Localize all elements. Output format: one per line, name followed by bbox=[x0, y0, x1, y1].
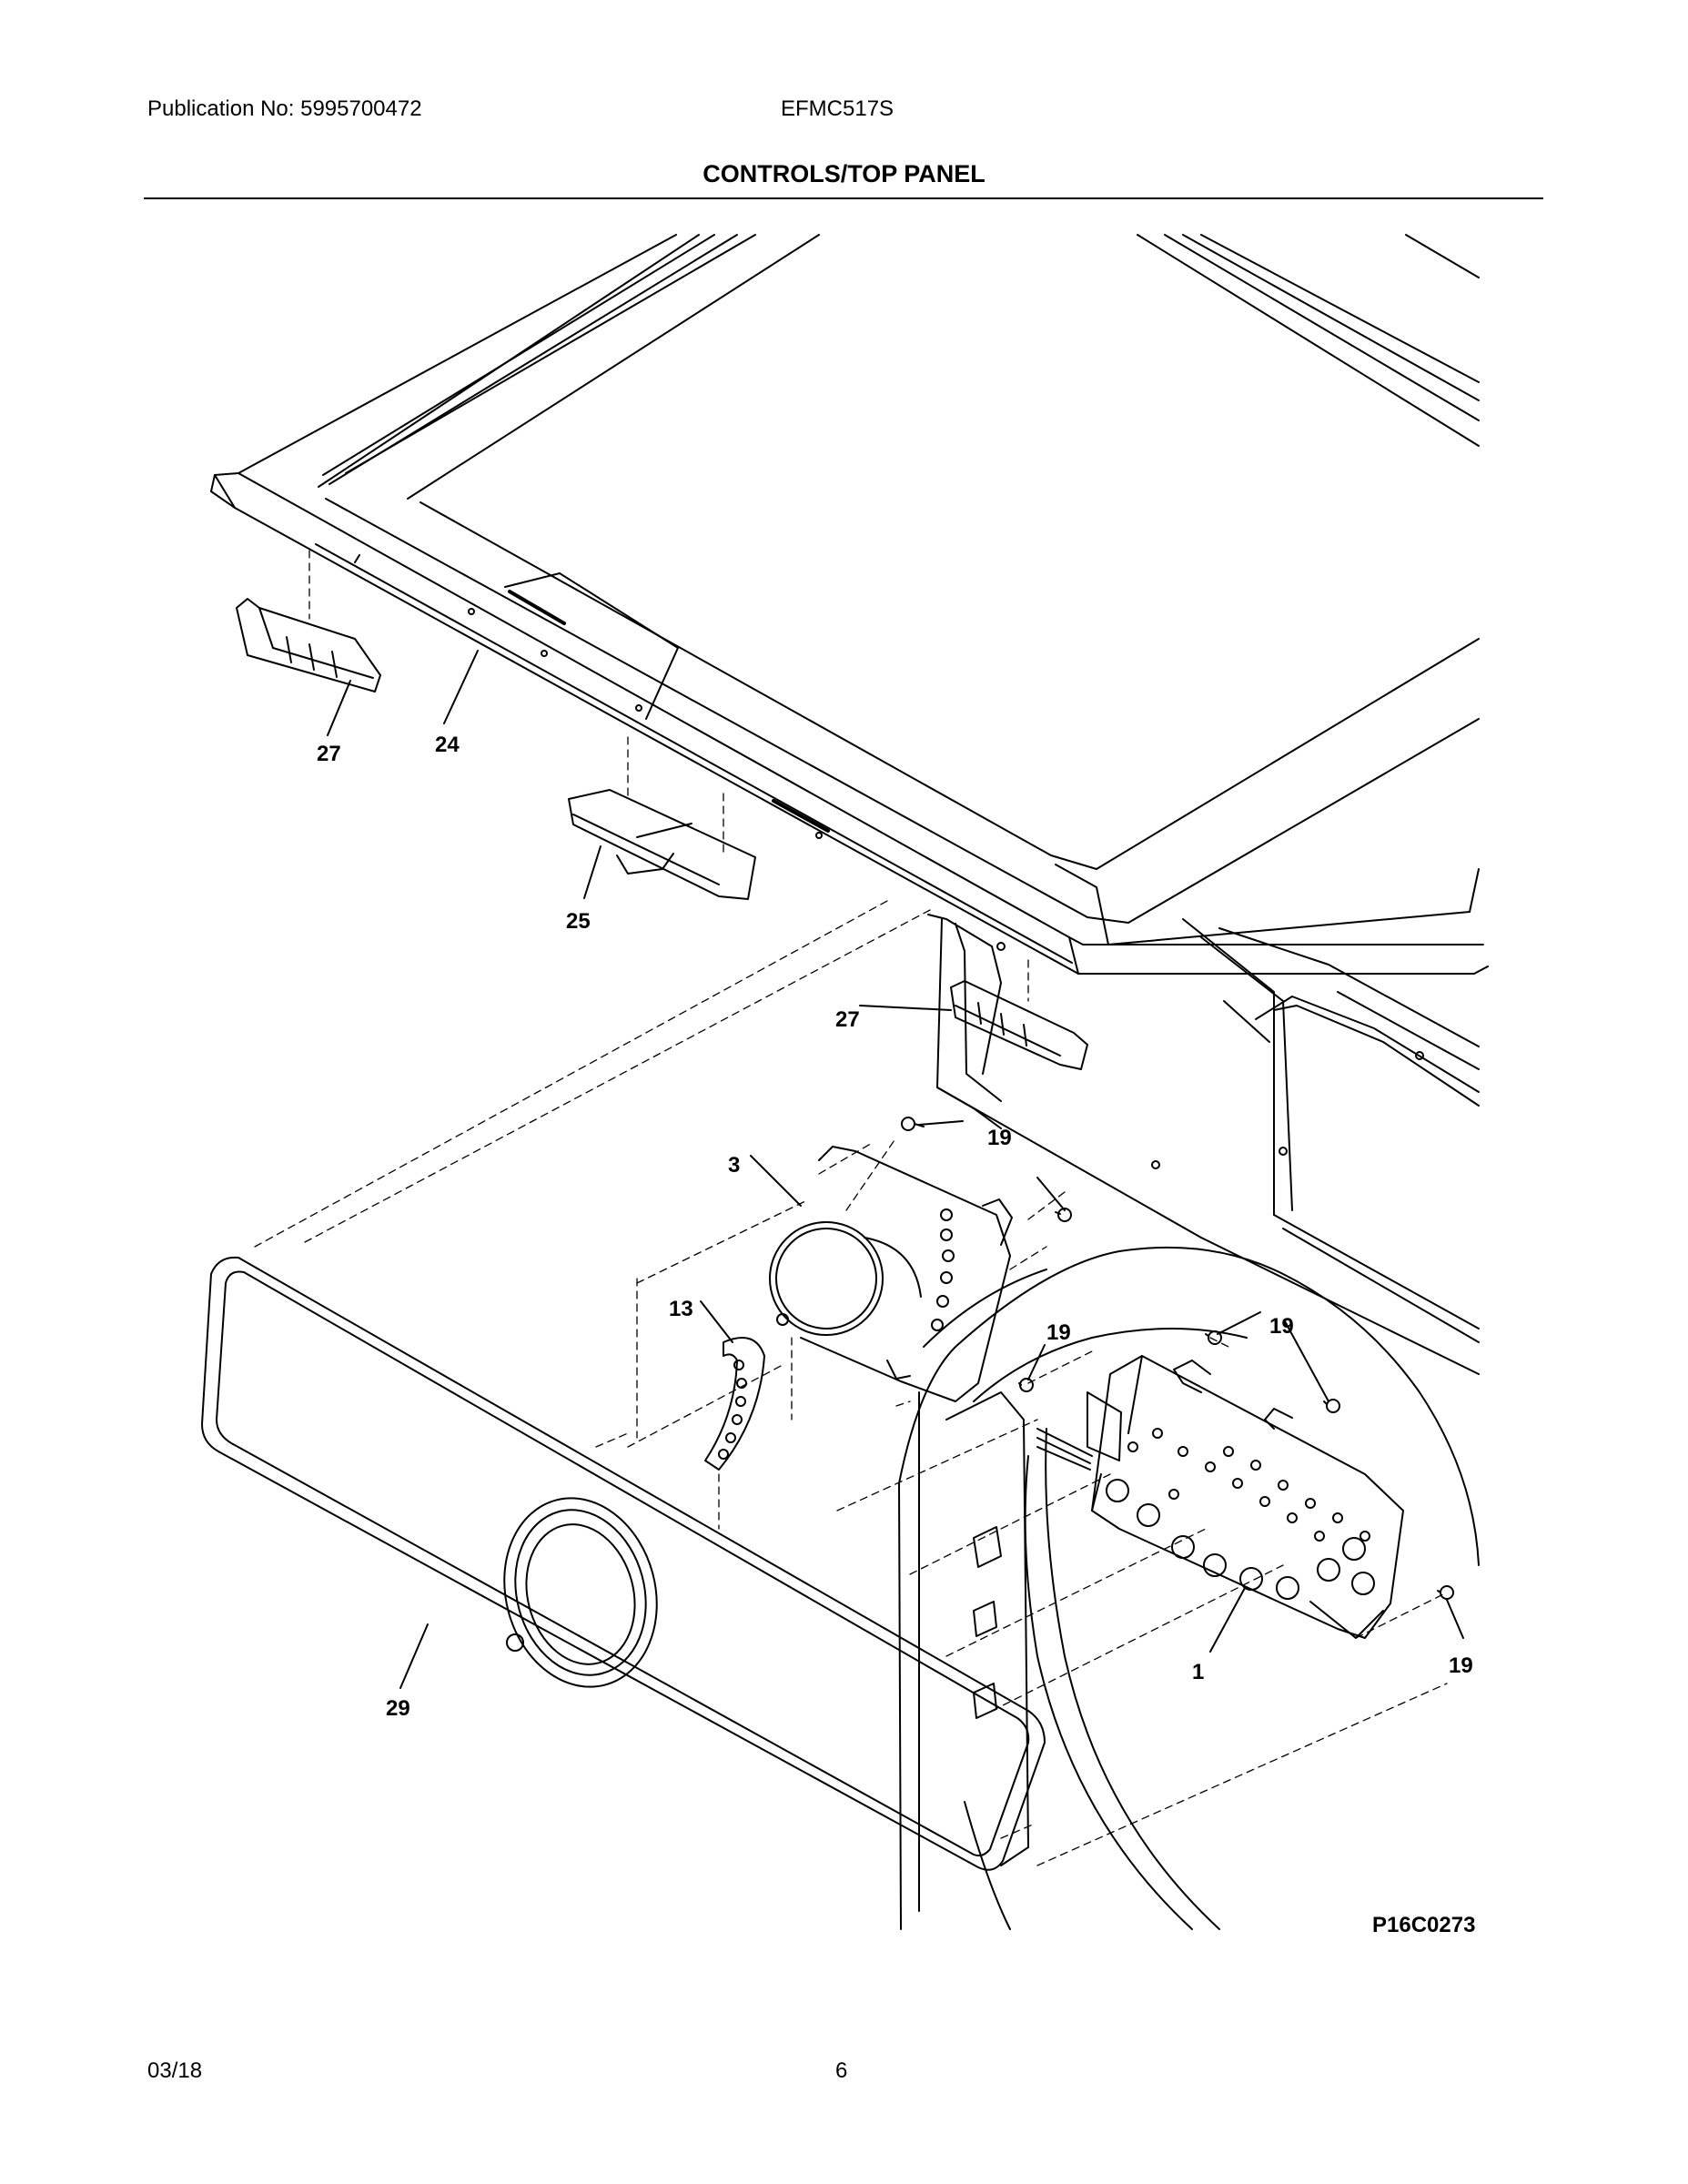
callout-27-right: 27 bbox=[835, 1007, 860, 1032]
top-panel bbox=[210, 234, 1489, 975]
assembly-guides bbox=[254, 550, 1448, 1866]
model-number: EFMC517S bbox=[781, 96, 895, 121]
callout-27-left: 27 bbox=[317, 742, 341, 766]
callout-3: 3 bbox=[728, 1153, 740, 1178]
publication-number: Publication No: 5995700472 bbox=[147, 96, 422, 121]
callout-19-d: 19 bbox=[1449, 1653, 1473, 1678]
callout-labels: 27 24 25 27 19 3 13 19 19 1 19 29 bbox=[317, 733, 1473, 1721]
callout-19-b: 19 bbox=[1046, 1320, 1071, 1345]
figure-id: P16C0273 bbox=[1372, 1913, 1475, 1937]
callout-24: 24 bbox=[435, 733, 460, 757]
callout-13: 13 bbox=[669, 1297, 693, 1321]
page-number: 6 bbox=[835, 2058, 848, 2083]
console-panel bbox=[201, 1256, 1046, 1871]
page-title: CONTROLS/TOP PANEL bbox=[702, 160, 986, 187]
leader-lines bbox=[327, 650, 1464, 1689]
hinge-bracket-right bbox=[950, 980, 1088, 1070]
hinge-bracket-left bbox=[236, 598, 381, 693]
knob-encoder bbox=[769, 1146, 1013, 1402]
bracket-25 bbox=[568, 789, 756, 900]
callout-25: 25 bbox=[566, 909, 591, 934]
footer-date: 03/18 bbox=[147, 2058, 203, 2083]
title-divider bbox=[144, 197, 1543, 199]
callout-1: 1 bbox=[1192, 1660, 1204, 1684]
screws bbox=[901, 1117, 1454, 1600]
light-pipe bbox=[704, 1337, 765, 1471]
control-frame bbox=[927, 914, 1480, 1375]
control-board bbox=[1036, 1355, 1404, 1639]
callout-29: 29 bbox=[386, 1696, 410, 1721]
callout-19-c: 19 bbox=[1269, 1314, 1294, 1339]
callout-19-a: 19 bbox=[987, 1126, 1012, 1150]
